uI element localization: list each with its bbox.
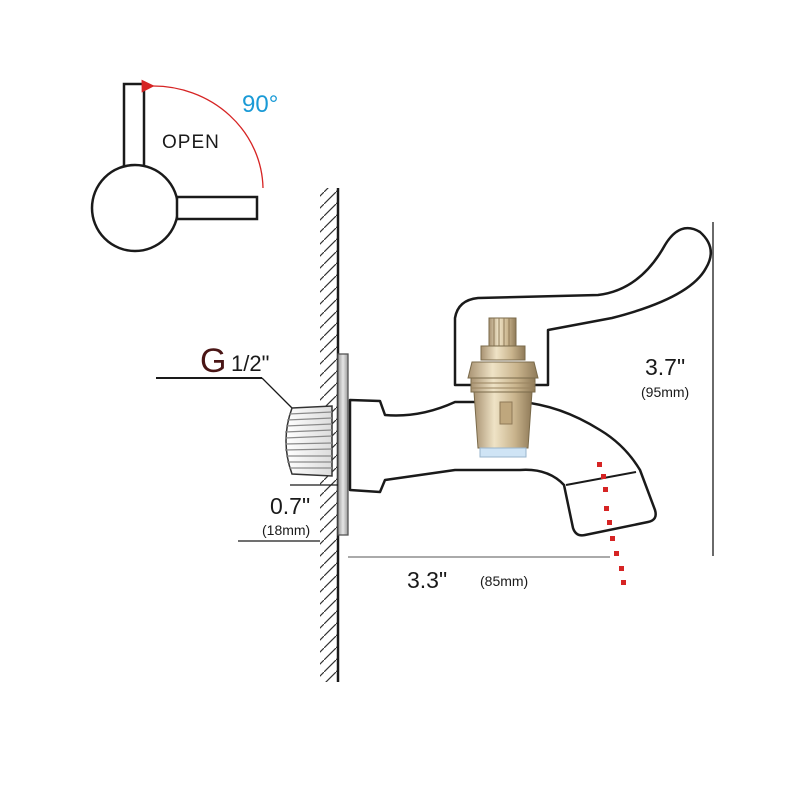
rotation-angle-label: 90°: [242, 91, 278, 118]
thread-length-mm: (18mm): [262, 522, 310, 538]
thread-size-label: 1/2": [231, 351, 269, 376]
rotation-arrow-icon: [141, 79, 264, 189]
lever-closed-position: [175, 195, 259, 221]
height-mm: (95mm): [641, 384, 689, 400]
height-inch: 3.7": [645, 354, 685, 380]
height-dimension: 3.7" (95mm): [641, 222, 714, 556]
spout-reach-inch: 3.3": [407, 567, 447, 593]
lever-open-position: [122, 82, 146, 176]
spout-reach-mm: (85mm): [480, 573, 528, 589]
spout-reach-dimension: 3.3" (85mm): [348, 556, 610, 593]
valve-cartridge: [467, 317, 539, 458]
thread-length-inch: 0.7": [270, 493, 310, 519]
thread-length-dimension: 0.7" (18mm): [238, 484, 338, 542]
thread-size-callout: G 1/2": [156, 342, 293, 409]
handle-knob: [90, 163, 180, 253]
wall-flange-plate: [337, 353, 349, 536]
handle-rotation-inset: 90° OPEN: [90, 79, 278, 253]
thread-g-label: G: [200, 342, 226, 380]
water-flow-dots: [597, 462, 626, 585]
threaded-inlet: [284, 405, 333, 477]
open-direction-label: OPEN: [162, 132, 220, 153]
